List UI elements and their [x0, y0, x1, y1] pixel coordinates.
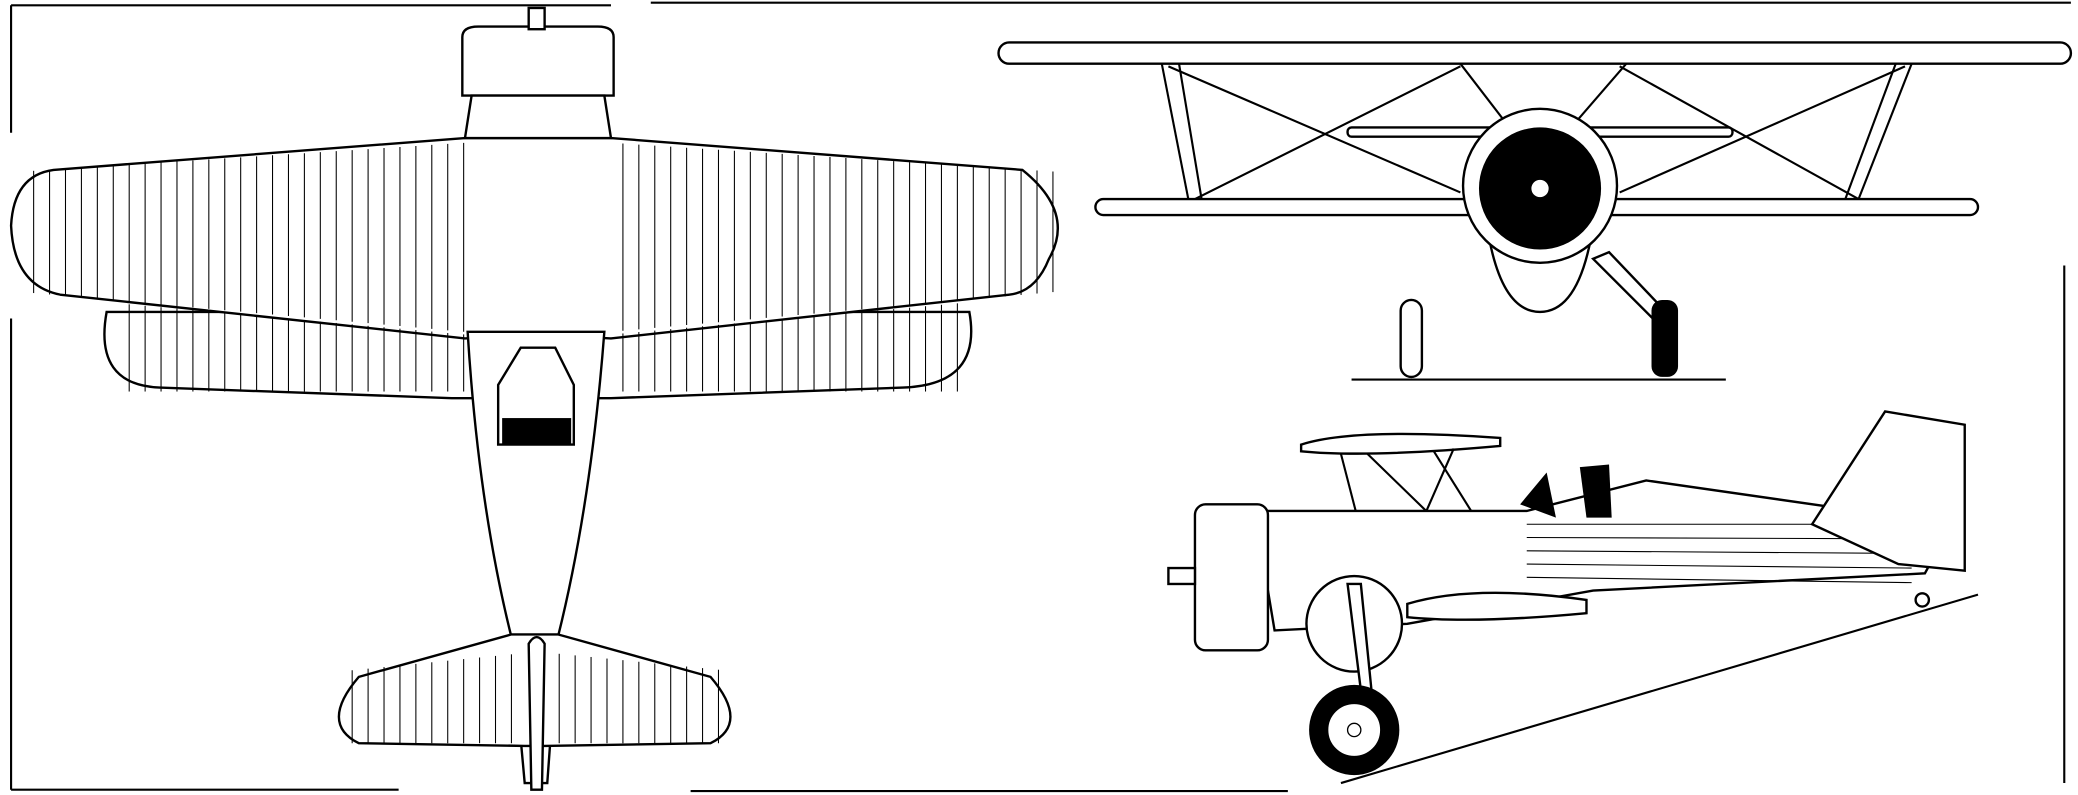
headrest	[1579, 464, 1612, 518]
ground-line-side	[1340, 593, 1979, 785]
engine-cowling-top	[461, 25, 615, 97]
top-view	[9, 6, 1059, 791]
rib-line	[1526, 563, 1912, 569]
tail-ribs	[351, 653, 720, 744]
side-view	[1167, 410, 1979, 785]
rib-line	[1526, 576, 1912, 584]
propeller-hub-front	[1530, 178, 1550, 199]
propeller-hub-side	[1167, 566, 1197, 586]
frame-lines	[10, 1, 2071, 793]
front-view	[997, 41, 2073, 381]
wheel-front-left	[1399, 298, 1424, 379]
cockpit-black	[502, 418, 572, 445]
propeller-hub	[527, 6, 546, 31]
tail-wheel	[1914, 592, 1931, 608]
rudder	[527, 635, 546, 791]
engine-nose	[463, 94, 613, 140]
wing-ribs	[33, 142, 1054, 392]
wheel-front-right	[1651, 299, 1679, 377]
fuselage-stringers	[1526, 523, 1912, 584]
windshield	[1520, 472, 1556, 518]
engine-cowling-side	[1193, 503, 1270, 652]
vertical-tail	[1810, 410, 1966, 573]
upper-wing	[9, 136, 1059, 340]
interplane-struts	[1160, 63, 1913, 201]
upper-wing-front	[997, 41, 2073, 65]
rib-line	[1526, 550, 1912, 554]
upper-wing-side	[1299, 432, 1502, 455]
wheel-axle	[1346, 722, 1362, 738]
lower-wing-side	[1406, 591, 1588, 621]
